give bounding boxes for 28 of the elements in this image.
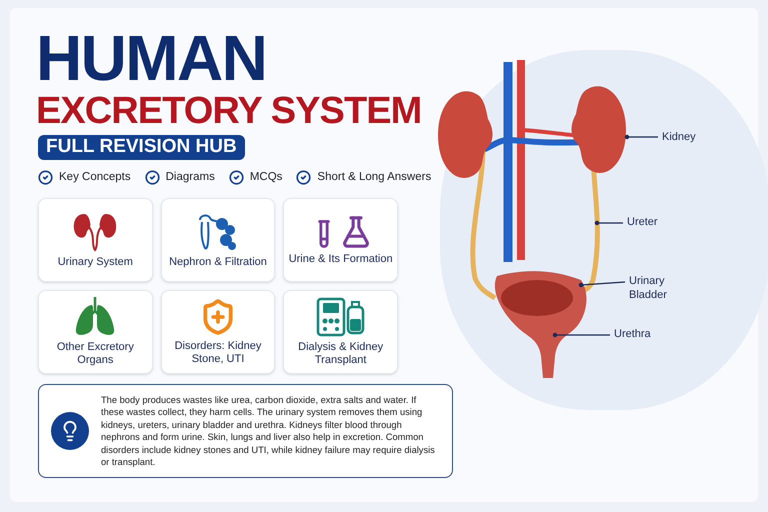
leader-line	[578, 281, 626, 288]
topic-card	[283, 198, 398, 282]
callout-label: Urethra	[614, 327, 674, 341]
feature-label: Short & Long Answers	[317, 170, 432, 185]
card-title: Nephron & Filtration	[168, 256, 268, 268]
info-panel	[38, 384, 453, 478]
subtitle-badge: FULL REVISION HUB	[38, 135, 245, 160]
card-title: Other Excretory Organs	[56, 341, 135, 367]
card-title: Urinary System	[56, 256, 134, 268]
leader-line	[624, 134, 658, 140]
feature-label: Diagrams	[166, 170, 215, 185]
callout-label: Urinary Bladder	[629, 274, 699, 302]
feature-label: MCQs	[250, 170, 282, 185]
topic-card	[38, 198, 153, 282]
callout-label: Kidney	[662, 130, 722, 144]
title: HUMAN EXCRETORY SYSTEM	[36, 26, 422, 130]
card-title: Disorders: Kidney Stone, UTI	[174, 340, 262, 366]
card-title: Urine & Its Formation	[288, 252, 394, 266]
topic-card	[160, 198, 276, 282]
callout-label: Ureter	[627, 215, 687, 229]
card-title: Dialysis & Kidney Transplant	[297, 341, 384, 367]
topic-card	[283, 290, 398, 374]
leader-line	[594, 220, 623, 226]
topic-card	[38, 290, 153, 374]
leader-line	[552, 332, 610, 338]
summary-paragraph: The body produces wastes like urea, carbon dioxide, extra salts and water. If these wastes collect, they harm cells. The urinary system removes them using kidneys, ureters, urinary bladder and urethra. Kidneys filter blood through nephrons and form urine. Skin, lungs and liver also help in excretion. Common disorders include kidney stones and UTI, while kidney failure may require dialysis or transplant.	[101, 394, 436, 468]
topic-card	[160, 290, 276, 374]
feature-label: Key Concepts	[59, 170, 131, 185]
